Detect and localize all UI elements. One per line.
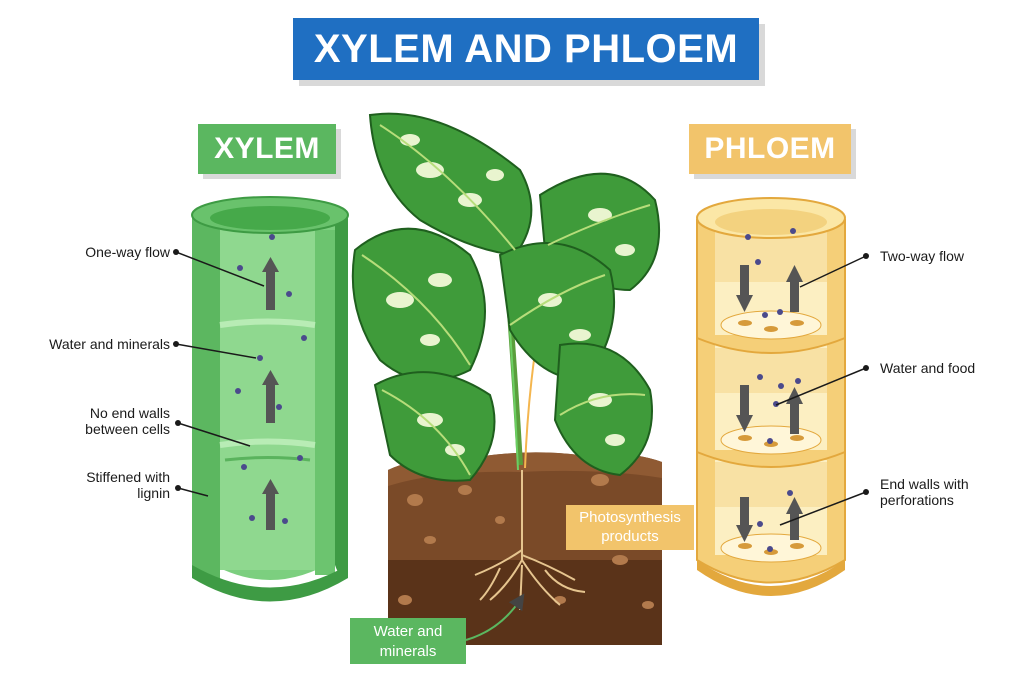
arrow-up-icon (786, 497, 803, 540)
label-water-minerals: Water and minerals (49, 336, 170, 352)
xylem-vessel (191, 196, 349, 602)
xylem-badge: XYLEM (198, 124, 336, 174)
arrow-up-icon (786, 265, 803, 312)
label-no-end-walls-line2: between cells (85, 421, 170, 437)
photosynthesis-line2: products (601, 527, 659, 545)
label-end-walls-line2: perforations (880, 492, 954, 508)
water-minerals-line1: Water and (373, 622, 443, 640)
arrow-down-icon (736, 265, 753, 312)
label-water-food: Water and food (880, 360, 976, 376)
photosynthesis-line1: Photosynthesis (579, 508, 681, 526)
photosynthesis-box (566, 505, 694, 550)
arrow-up-icon (262, 370, 279, 423)
phloem-badge: PHLOEM (689, 124, 851, 174)
label-no-end-walls-line1: No end walls (89, 405, 170, 421)
label-stiffened-line2: lignin (137, 485, 170, 501)
label-stiffened-line1: Stiffened with (86, 469, 170, 485)
arrow-up-icon (262, 257, 279, 310)
label-one-way-flow: One-way flow (85, 244, 170, 260)
leaf-icon (351, 112, 661, 482)
arrow-down-icon (736, 497, 753, 542)
water-minerals-line2: minerals (379, 642, 437, 660)
page-title: XYLEM AND PHLOEM (293, 18, 759, 80)
arrow-down-icon (736, 385, 753, 432)
label-two-way-flow: Two-way flow (880, 248, 965, 264)
water-minerals-box (350, 618, 466, 664)
phloem-vessel (696, 197, 846, 596)
root-icon (474, 470, 586, 611)
arrow-up-icon (262, 479, 279, 530)
label-end-walls-line1: End walls with (880, 476, 969, 492)
